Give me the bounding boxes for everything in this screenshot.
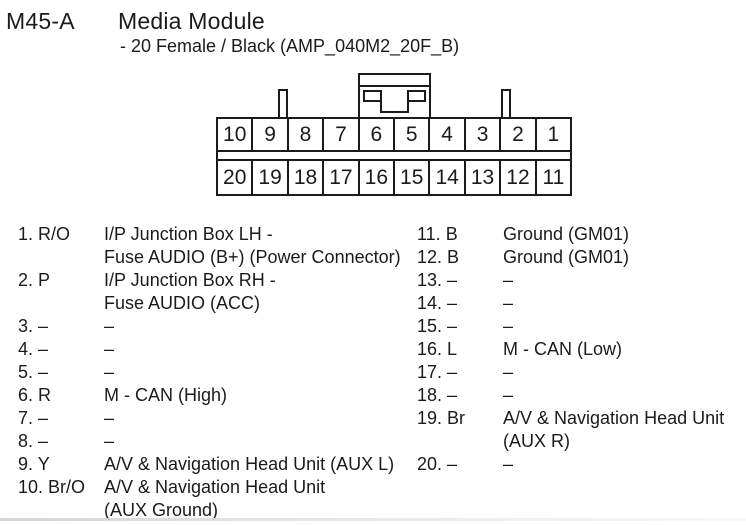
pin-number-color: 19. Br xyxy=(417,408,466,428)
connector-code: M45-A xyxy=(6,8,75,34)
pin-description: Ground (GM01) xyxy=(503,247,630,267)
pin-number-color: 2. P xyxy=(18,270,51,290)
pin-row: 13. – – xyxy=(417,269,743,292)
pin-row: 8. – – xyxy=(18,430,410,453)
pin-row: 2. P I/P Junction Box RH - Fuse AUDIO (AC… xyxy=(18,269,410,315)
pin-cell: 3 xyxy=(463,119,499,150)
pin-row: 16. L M - CAN (Low) xyxy=(417,338,743,361)
pin-row: 1. R/O I/P Junction Box LH - Fuse AUDIO (… xyxy=(18,223,410,269)
pin-description: – xyxy=(503,316,514,336)
pin-description: I/P Junction Box LH - Fuse AUDIO (B+) (P… xyxy=(104,224,401,267)
pin-list-left: 1. R/O I/P Junction Box LH - Fuse AUDIO (… xyxy=(18,223,410,522)
pin-number-color: 1. R/O xyxy=(18,224,71,244)
pin-description: – xyxy=(104,316,115,336)
pin-row: 20. – – xyxy=(417,453,743,476)
pin-description: – xyxy=(503,362,514,382)
right-index-tab xyxy=(501,89,511,119)
pin-number-color: 12. B xyxy=(417,247,460,267)
pin-number-color: 5. – xyxy=(18,362,49,382)
pin-cell: 5 xyxy=(393,119,428,150)
pin-number-color: 20. – xyxy=(417,454,458,474)
pin-number-color: 13. – xyxy=(417,270,458,290)
pin-description: Ground (GM01) xyxy=(503,224,630,244)
pin-description: – xyxy=(503,270,514,290)
pin-row: 9. Y A/V & Navigation Head Unit (AUX L) xyxy=(18,453,410,476)
pin-cell: 8 xyxy=(286,119,322,150)
pin-number-color: 9. Y xyxy=(18,454,50,474)
pin-row: 7. – – xyxy=(18,407,410,430)
pin-number-color: 16. L xyxy=(417,339,458,359)
pin-cell: 10 xyxy=(223,122,247,146)
pin-row: 12. B Ground (GM01) xyxy=(417,246,743,269)
pin-row: 10. Br/O A/V & Navigation Head Unit (AUX … xyxy=(18,476,410,522)
pin-row: 18. – – xyxy=(417,384,743,407)
pin-number-color: 10. Br/O xyxy=(18,477,86,497)
pin-description: M - CAN (High) xyxy=(104,385,228,405)
scan-artifact-line xyxy=(0,518,746,521)
pin-description: – xyxy=(503,385,514,405)
pin-number-color: 3. – xyxy=(18,316,49,336)
pin-number-color: 7. – xyxy=(18,408,49,428)
pin-cell: 18 xyxy=(286,161,322,194)
connector-subtitle: - 20 Female / Black (AMP_040M2_20F_B) xyxy=(120,36,460,56)
pin-number-color: 6. R xyxy=(18,385,52,405)
pin-row: 11. B Ground (GM01) xyxy=(417,223,743,246)
pin-description: A/V & Navigation Head Unit (AUX L) xyxy=(104,454,395,474)
pin-row: 17. – – xyxy=(417,361,743,384)
pin-cell: 13 xyxy=(463,161,499,194)
pin-cell: 7 xyxy=(322,119,357,150)
pin-cell: 14 xyxy=(428,161,463,194)
pin-row: 14. – – xyxy=(417,292,743,315)
pin-cell: 12 xyxy=(499,161,534,194)
pin-number-color: 4. – xyxy=(18,339,49,359)
pin-row: 15. – – xyxy=(417,315,743,338)
pin-description: I/P Junction Box RH - Fuse AUDIO (ACC) xyxy=(104,270,276,313)
pin-description: – xyxy=(104,339,115,359)
pin-cell: 20 xyxy=(223,165,247,189)
pin-description: – xyxy=(104,362,115,382)
pin-number-color: 8. – xyxy=(18,431,49,451)
pin-cell: 16 xyxy=(357,161,393,194)
pin-description: A/V & Navigation Head Unit (AUX Ground) xyxy=(104,477,326,520)
pin-cell: 17 xyxy=(322,161,357,194)
pin-number-color: 14. – xyxy=(417,293,458,313)
pin-row: 3. – – xyxy=(18,315,410,338)
pin-cell: 9 xyxy=(251,119,286,150)
pin-number-color: 18. – xyxy=(417,385,458,405)
pin-row: 6. R M - CAN (High) xyxy=(18,384,410,407)
pin-cell: 6 xyxy=(357,119,393,150)
pin-cell: 2 xyxy=(499,119,534,150)
pin-number-color: 17. – xyxy=(417,362,458,382)
left-index-tab xyxy=(278,89,288,119)
pin-description: – xyxy=(503,454,514,474)
pin-description: – xyxy=(104,431,115,451)
connector-latch-and-tabs xyxy=(278,73,511,119)
center-lock-latch xyxy=(358,73,431,119)
connector-row-separator xyxy=(218,150,570,161)
pin-number-color: 11. B xyxy=(417,224,458,244)
page-title: Media Module xyxy=(118,8,265,34)
pin-description: M - CAN (Low) xyxy=(503,339,623,359)
pin-cell: 4 xyxy=(428,119,463,150)
pin-cell: 19 xyxy=(251,161,286,194)
pin-description: – xyxy=(104,408,115,428)
pin-cell: 11 xyxy=(534,161,570,194)
pin-row: 19. Br A/V & Navigation Head Unit (AUX R) xyxy=(417,407,743,453)
pin-cell: 1 xyxy=(534,119,570,150)
pin-description: – xyxy=(503,293,514,313)
pin-description: A/V & Navigation Head Unit (AUX R) xyxy=(503,408,725,451)
pin-cell: 15 xyxy=(393,161,428,194)
pin-number-color: 15. – xyxy=(417,316,458,336)
pin-row: 5. – – xyxy=(18,361,410,384)
pin-row: 4. – – xyxy=(18,338,410,361)
